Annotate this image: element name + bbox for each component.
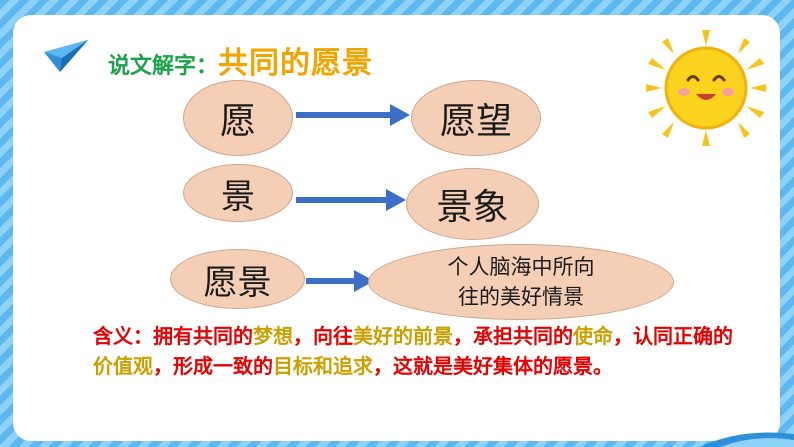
oval-text: 愿望 bbox=[439, 101, 512, 142]
keyword: 目标和追求 bbox=[273, 354, 373, 378]
page-title: 共同的愿景 bbox=[218, 46, 374, 81]
oval-text: 愿景 bbox=[203, 262, 272, 303]
oval-yuan: 愿 bbox=[183, 80, 293, 156]
paper-plane-icon bbox=[44, 40, 88, 72]
definition-text: 含义：拥有共同的梦想，向往美好的前景，承担共同的使命，认同正确的价值观，形成一致… bbox=[93, 321, 733, 381]
keyword: 使命 bbox=[573, 324, 613, 348]
page-heading: 说文解字： 共同的愿景 bbox=[108, 38, 373, 82]
keyword: 美好的前景 bbox=[353, 324, 453, 348]
arrow-right-icon bbox=[296, 189, 406, 211]
oval-text: 景 bbox=[221, 176, 255, 217]
oval-jing: 景 bbox=[183, 164, 293, 222]
oval-text: 愿 bbox=[219, 101, 256, 142]
oval-text-line: 个人脑海中所向 bbox=[447, 255, 595, 279]
arrow-right-icon bbox=[296, 104, 410, 126]
arrow-right-icon bbox=[306, 270, 374, 292]
oval-text-line: 往的美好情景 bbox=[458, 285, 584, 309]
smiling-sun-icon bbox=[646, 30, 766, 146]
oval-definition: 个人脑海中所向 往的美好情景 bbox=[368, 244, 674, 320]
oval-jingxiang: 景象 bbox=[406, 168, 539, 240]
definition-part: ，承担共同的 bbox=[453, 324, 573, 348]
keyword: 价值观 bbox=[93, 354, 153, 378]
corner-ribbon-decoration bbox=[700, 432, 794, 447]
oval-text: 景象 bbox=[436, 187, 509, 228]
definition-part: ，认同正确的 bbox=[613, 324, 733, 348]
oval-yuanjing: 愿景 bbox=[170, 249, 305, 309]
definition-part: ，形成一致的 bbox=[153, 354, 273, 378]
keyword: 梦想 bbox=[253, 324, 293, 348]
definition-part: ，向往 bbox=[293, 324, 353, 348]
definition-part: ，这就是美好集体的愿景。 bbox=[373, 354, 613, 378]
oval-yuanwang: 愿望 bbox=[411, 80, 541, 156]
definition-part: 含义：拥有共同的 bbox=[93, 324, 253, 348]
heading-label: 说文解字： bbox=[108, 54, 219, 79]
